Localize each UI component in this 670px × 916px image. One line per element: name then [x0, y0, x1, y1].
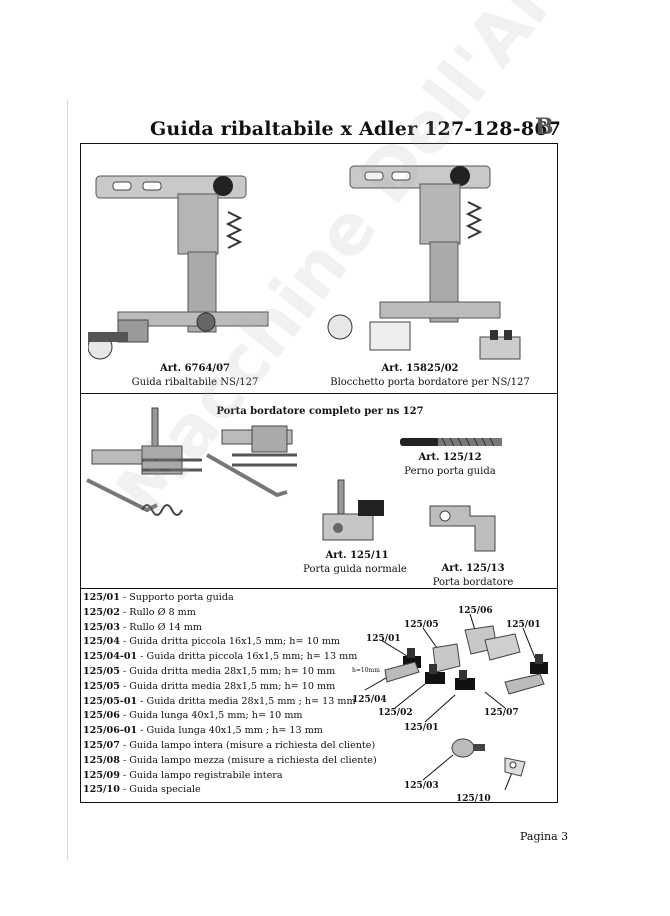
list-item: 125/04 - Guida dritta piccola 16x1,5 mm;… [83, 636, 341, 648]
diagram-label: 125/07 [484, 708, 519, 718]
list-item: 125/09 - Guida lampo registrabile intera [83, 769, 283, 781]
guida-ribaltabile-photo [88, 175, 269, 360]
art-15825-02-desc: Blocchetto porta bordatore per NS/127 [330, 377, 530, 388]
porta-bordatore-photo [429, 505, 496, 552]
diagram-label: 125/05 [404, 620, 439, 630]
page-margin-line [67, 100, 68, 860]
divider-bottom [80, 588, 558, 589]
art-125-13-desc: Porta bordatore [432, 577, 514, 588]
diagram-label: 125/01 [506, 620, 541, 630]
diagram-label: 125/04 [352, 695, 387, 705]
list-item: 125/05 - Guida dritta media 28x1,5 mm; h… [83, 680, 336, 692]
list-item: 125/03 - Rullo Ø 14 mm [83, 621, 202, 633]
art-6764-07-desc: Guida ribaltabile NS/127 [131, 377, 259, 388]
diagram-label: h=10mm [352, 667, 380, 674]
list-item: 125/07 - Guida lampo intera (misure a ri… [83, 739, 376, 751]
art-15825-02-label: Art. 15825/02 [381, 363, 459, 374]
blocchetto-porta-bordatore-photo [327, 165, 521, 360]
art-125-13-label: Art. 125/13 [441, 563, 505, 574]
art-125-12-label: Art. 125/12 [418, 452, 482, 463]
diagram-label: 125/01 [366, 634, 401, 644]
perno-porta-guida-photo [400, 437, 502, 447]
diagram-label: 125/06 [458, 606, 493, 616]
diagram-label: 125/10 [456, 794, 491, 804]
list-item: 125/10 - Guida speciale [83, 784, 201, 796]
page-title: Guida ribaltabile x Adler 127-128-867 [150, 118, 562, 140]
parts-exploded-diagram [364, 613, 548, 791]
list-item: 125/05 - Guida dritta media 28x1,5 mm; h… [83, 665, 336, 677]
art-125-11-desc: Porta guida normale [303, 564, 407, 575]
art-6764-07-label: Art. 6764/07 [159, 363, 230, 374]
divider-top [80, 393, 558, 394]
list-item: 125/05-01 - Guida dritta media 28x1,5 mm… [83, 695, 356, 707]
art-125-12-desc: Perno porta guida [404, 466, 496, 477]
catalog-frame [80, 143, 558, 803]
list-item: 125/06 - Guida lunga 40x1,5 mm; h= 10 mm [83, 710, 303, 722]
diagram-label: 125/02 [378, 708, 413, 718]
list-item: 125/08 - Guida lampo mezza (misure a ric… [83, 754, 377, 766]
porta-bordatore-heading: Porta bordatore completo per ns 127 [216, 406, 424, 417]
porta-bordatore-assembly-photo [86, 407, 297, 516]
list-item: 125/01 - Supporto porta guida [83, 592, 234, 603]
diagram-label: 125/03 [404, 781, 439, 791]
list-item: 125/06-01 - Guida lunga 40x1,5 mm ; h= 1… [83, 725, 323, 737]
page-number: Pagina 3 [520, 830, 569, 843]
art-125-11-label: Art. 125/11 [325, 550, 389, 561]
parts-list: 125/01 - Supporto porta guida 125/02 - R… [83, 591, 377, 798]
diagram-label: 125/01 [404, 723, 439, 733]
section-letter: B [535, 114, 554, 140]
list-item: 125/04-01 - Guida dritta piccola 16x1,5 … [83, 651, 358, 663]
list-item: 125/02 - Rullo Ø 8 mm [83, 606, 196, 618]
porta-guida-normale-photo [322, 479, 384, 541]
